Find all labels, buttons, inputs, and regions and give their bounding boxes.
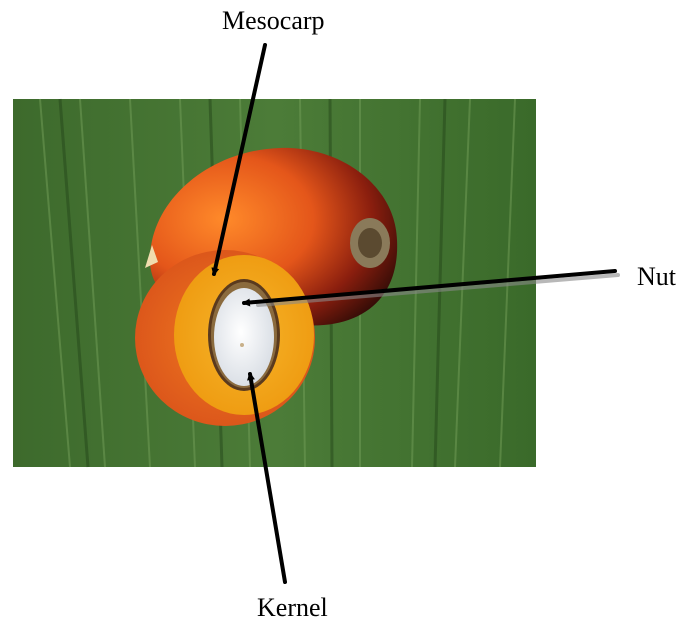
mesocarp-label: Mesocarp — [222, 8, 325, 34]
nut-label: Nut — [637, 264, 676, 290]
cut-fruit — [135, 250, 315, 426]
kernel-label: Kernel — [257, 595, 328, 621]
